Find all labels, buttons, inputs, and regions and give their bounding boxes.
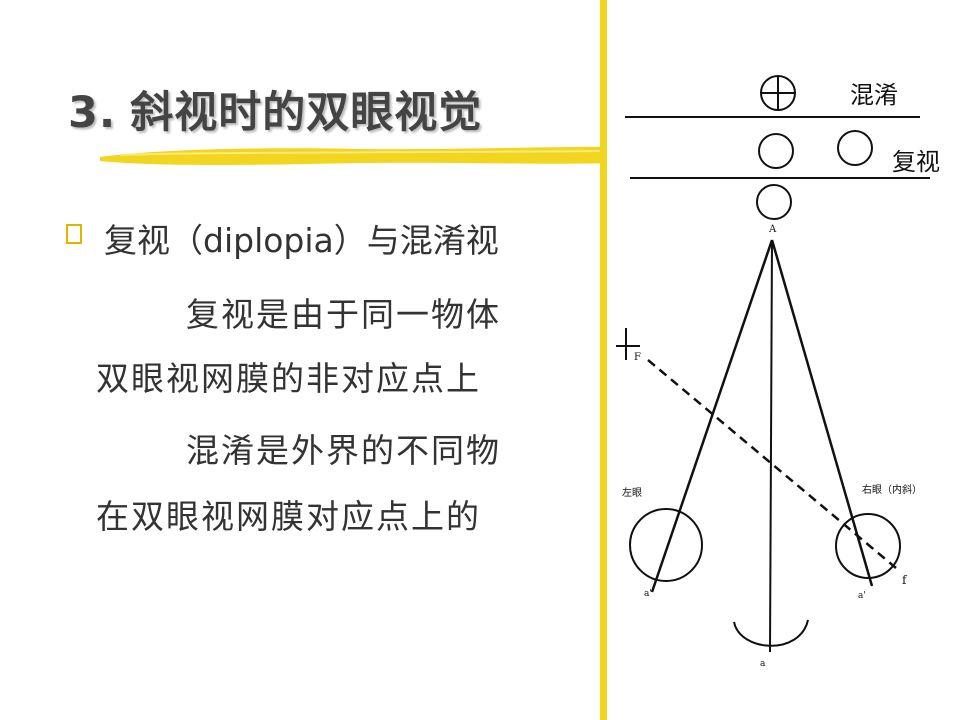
label-diplopia: 复视 [892,148,940,176]
title-underline-brush [100,146,620,165]
confusion-target-icon [760,75,796,111]
bullet-marker [66,222,82,250]
bullet-text: 复视（diplopia）与混淆视 [104,221,499,260]
paragraph-1-line-1: 复视是由于同一物体 [186,295,501,334]
label-confusion: 混淆 [850,81,898,109]
ray-center [769,239,773,653]
paragraph-2-line-1: 混淆是外界的不同物 [186,431,501,470]
ray-left-eye [650,239,774,593]
paragraph-1-line-2: 双眼视网膜的非对应点上 [96,359,481,398]
yellow-divider [600,0,607,720]
slide-title: 3. 斜视时的双眼视觉 [68,78,482,140]
point-a-right-label: a' [858,591,866,601]
label-right-eye: 右眼（内斜） [862,483,922,496]
dashed-ray [647,359,897,569]
point-F-label: F [634,352,641,363]
diplopia-diagram: 混淆 复视 A F f 左眼 右眼（内斜） [616,75,940,669]
diplopia-image-left [758,133,794,169]
point-f-label: f [902,573,908,587]
diagram-panel: 混淆 复视 A F f 左眼 右眼（内斜） [600,0,960,720]
paragraph-2-line-2: 在双眼视网膜对应点上的 [96,497,481,536]
diplopia-image-right [837,130,873,166]
point-A-label: A [768,224,777,235]
point-a-left-label: a" [644,589,654,599]
object-circle [756,184,792,220]
bottom-arc [733,619,809,647]
right-eye-circle [835,513,901,579]
fixation-cross-icon [616,328,640,360]
bullet-box-icon [66,224,82,244]
left-eye-circle [629,508,703,582]
title-text: 斜视时的双眼视觉 [130,88,483,138]
point-a-label: a [760,659,766,669]
label-left-eye: 左眼 [622,486,642,499]
ray-right-eye [770,239,874,587]
title-number: 3. [68,88,117,138]
